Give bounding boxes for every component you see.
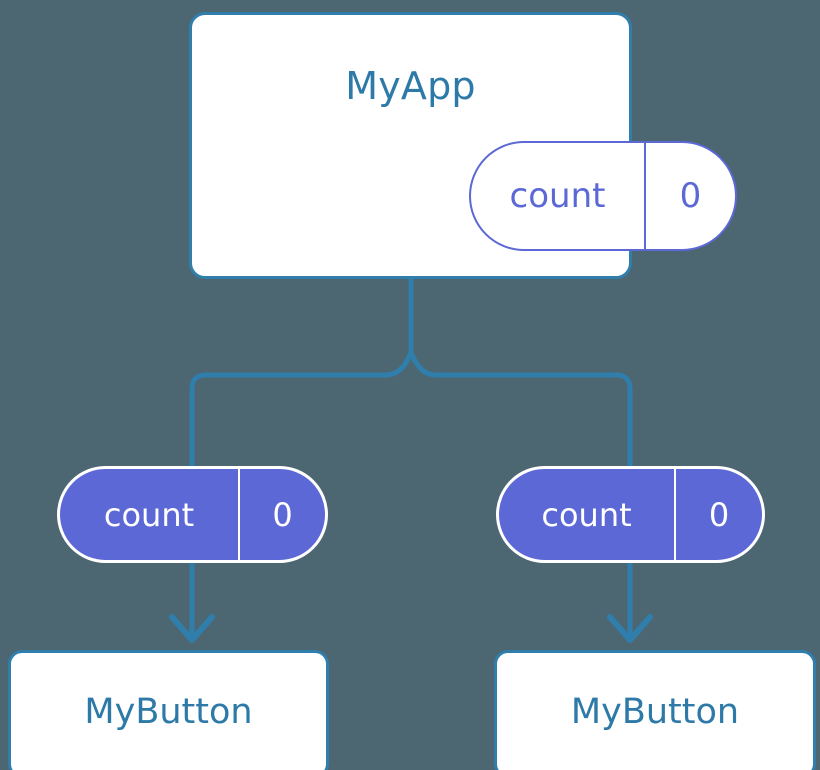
component-name-root: MyApp bbox=[345, 64, 476, 108]
connector-branch-left bbox=[189, 351, 414, 466]
state-key-root: count bbox=[509, 176, 606, 216]
component-card-leaf-left[interactable]: MyButton bbox=[8, 650, 329, 770]
state-value-root: 0 bbox=[644, 143, 735, 249]
component-card-root[interactable]: MyApp count 0 bbox=[189, 12, 737, 279]
state-key-child-right: count bbox=[541, 495, 632, 534]
connector-branch-right bbox=[408, 351, 633, 466]
arrowhead-right-icon bbox=[607, 614, 653, 643]
component-name-leaf-left: MyButton bbox=[84, 691, 253, 732]
state-pill-child-right[interactable]: count 0 bbox=[496, 466, 765, 563]
component-name-leaf-right: MyButton bbox=[570, 691, 740, 732]
state-value-child-right: 0 bbox=[674, 469, 762, 560]
state-pill-root[interactable]: count 0 bbox=[469, 141, 737, 251]
state-pill-child-left[interactable]: count 0 bbox=[57, 466, 328, 563]
arrowhead-left-icon bbox=[169, 614, 215, 643]
state-value-child-left: 0 bbox=[238, 469, 325, 560]
state-key-child-left: count bbox=[103, 495, 195, 534]
component-card-leaf-right[interactable]: MyButton bbox=[494, 650, 816, 770]
